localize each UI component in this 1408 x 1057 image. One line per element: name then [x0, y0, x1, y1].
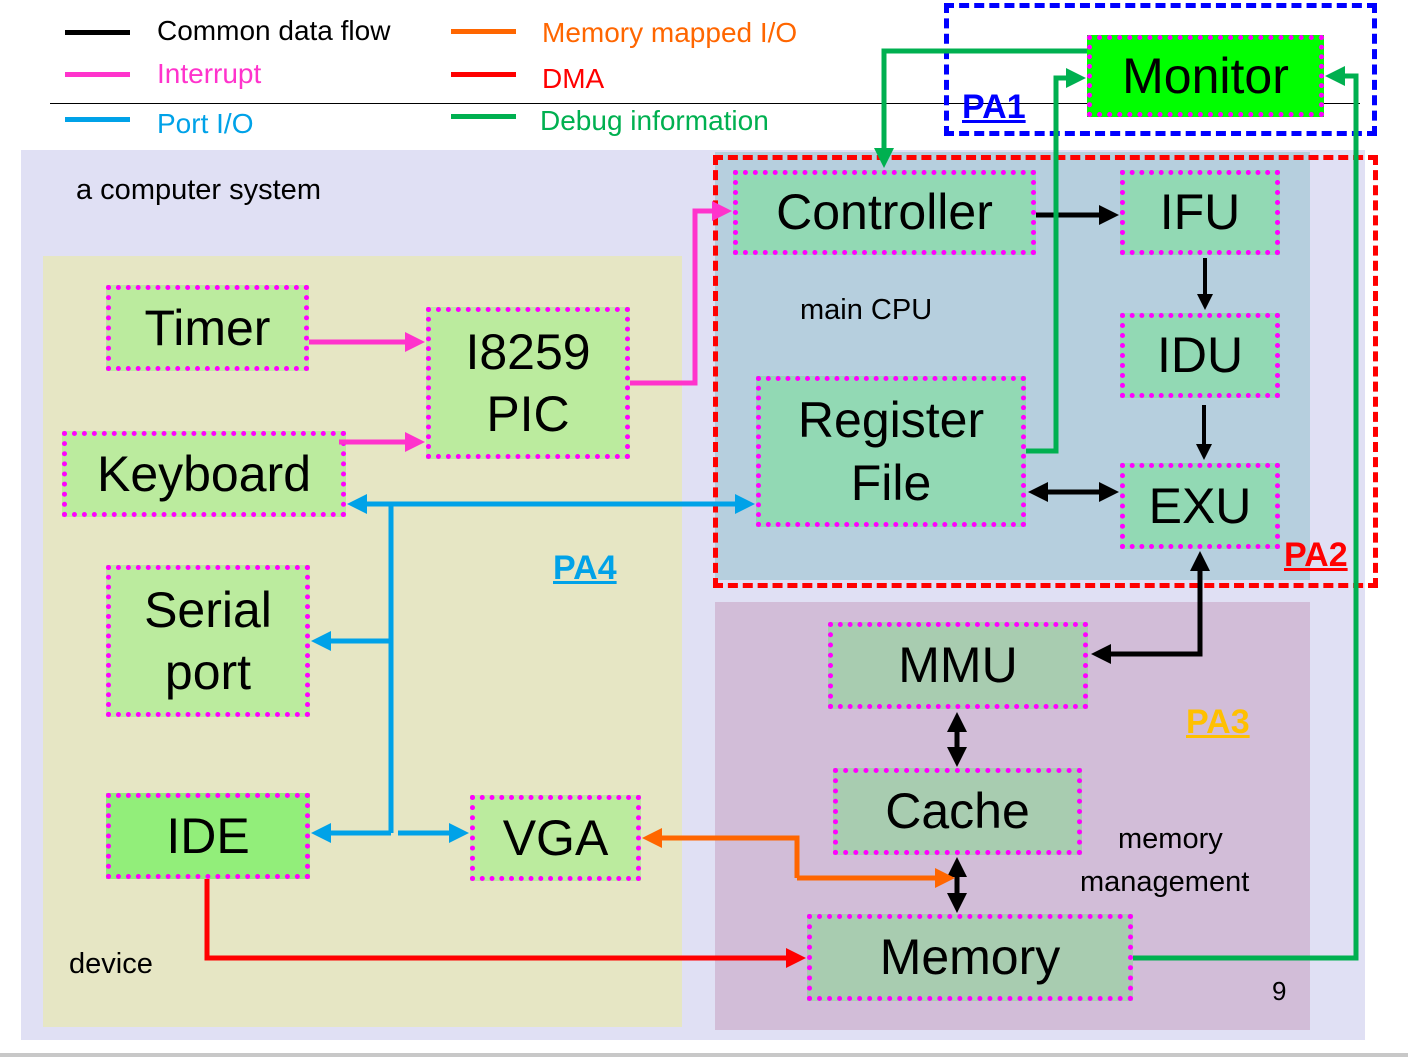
keyboard-box[interactable]: Keyboard	[62, 431, 346, 517]
serial-port-label-line1: Serial	[144, 581, 272, 638]
ifu-box[interactable]: IFU	[1120, 170, 1280, 255]
ide-box[interactable]: IDE	[106, 793, 310, 879]
exu-box[interactable]: EXU	[1120, 463, 1280, 549]
serial-port-box[interactable]: Serial port	[106, 565, 310, 717]
cache-label: Cache	[885, 783, 1030, 840]
exu-label: EXU	[1148, 477, 1252, 534]
controller-box[interactable]: Controller	[733, 170, 1036, 255]
pic-box[interactable]: I8259 PIC	[426, 307, 630, 459]
register-file-label-line1: Register	[797, 392, 985, 448]
mmu-label: MMU	[898, 637, 1018, 694]
label-memory-line2: management	[1080, 866, 1250, 898]
label-computer-system: a computer system	[76, 174, 321, 206]
serial-port-label-line2: port	[164, 644, 252, 700]
register-file-box[interactable]: Register File	[756, 376, 1026, 527]
legend-label-interrupt: Interrupt	[157, 58, 262, 89]
idu-label: IDU	[1156, 327, 1244, 384]
footer-bar	[0, 1053, 1408, 1057]
memory-box[interactable]: Memory	[807, 914, 1133, 1001]
register-file-label-line2: File	[850, 454, 932, 511]
monitor-label: Monitor	[1122, 47, 1289, 104]
keyboard-label: Keyboard	[96, 445, 312, 502]
vga-box[interactable]: VGA	[470, 795, 641, 881]
ifu-label: IFU	[1159, 184, 1241, 241]
pa1-label: PA1	[962, 88, 1026, 126]
legend-label-mmio: Memory mapped I/O	[542, 17, 798, 48]
legend-swatch-common	[65, 30, 130, 35]
vga-label: VGA	[502, 809, 609, 866]
ide-label: IDE	[166, 807, 250, 864]
legend-swatch-interrupt	[65, 72, 130, 77]
idu-box[interactable]: IDU	[1120, 313, 1280, 398]
timer-label: Timer	[144, 299, 271, 356]
mmu-box[interactable]: MMU	[828, 622, 1088, 709]
page-number: 9	[1272, 976, 1287, 1006]
legend-swatch-port-io	[65, 117, 130, 122]
memory-label: Memory	[879, 929, 1061, 986]
legend-label-debug: Debug information	[540, 105, 769, 136]
pa4-label: PA4	[553, 549, 617, 587]
label-memory-line1: memory	[1118, 823, 1223, 855]
controller-label: Controller	[776, 184, 993, 241]
timer-box[interactable]: Timer	[106, 285, 309, 371]
pic-label-line2: PIC	[486, 386, 570, 442]
legend-label-common: Common data flow	[157, 15, 391, 46]
monitor-box[interactable]: Monitor	[1087, 35, 1324, 117]
legend-label-port-io: Port I/O	[157, 108, 254, 139]
label-device: device	[69, 948, 153, 980]
legend-swatch-debug	[451, 114, 516, 119]
label-main-cpu: main CPU	[800, 294, 933, 326]
header-divider	[50, 103, 1360, 104]
pa3-label: PA3	[1186, 703, 1250, 741]
pic-label-line1: I8259	[465, 323, 591, 380]
legend-swatch-dma	[451, 72, 516, 77]
pa2-label: PA2	[1284, 536, 1348, 574]
legend-swatch-mmio	[451, 29, 516, 34]
legend-label-dma: DMA	[542, 63, 605, 94]
cache-box[interactable]: Cache	[833, 768, 1082, 855]
